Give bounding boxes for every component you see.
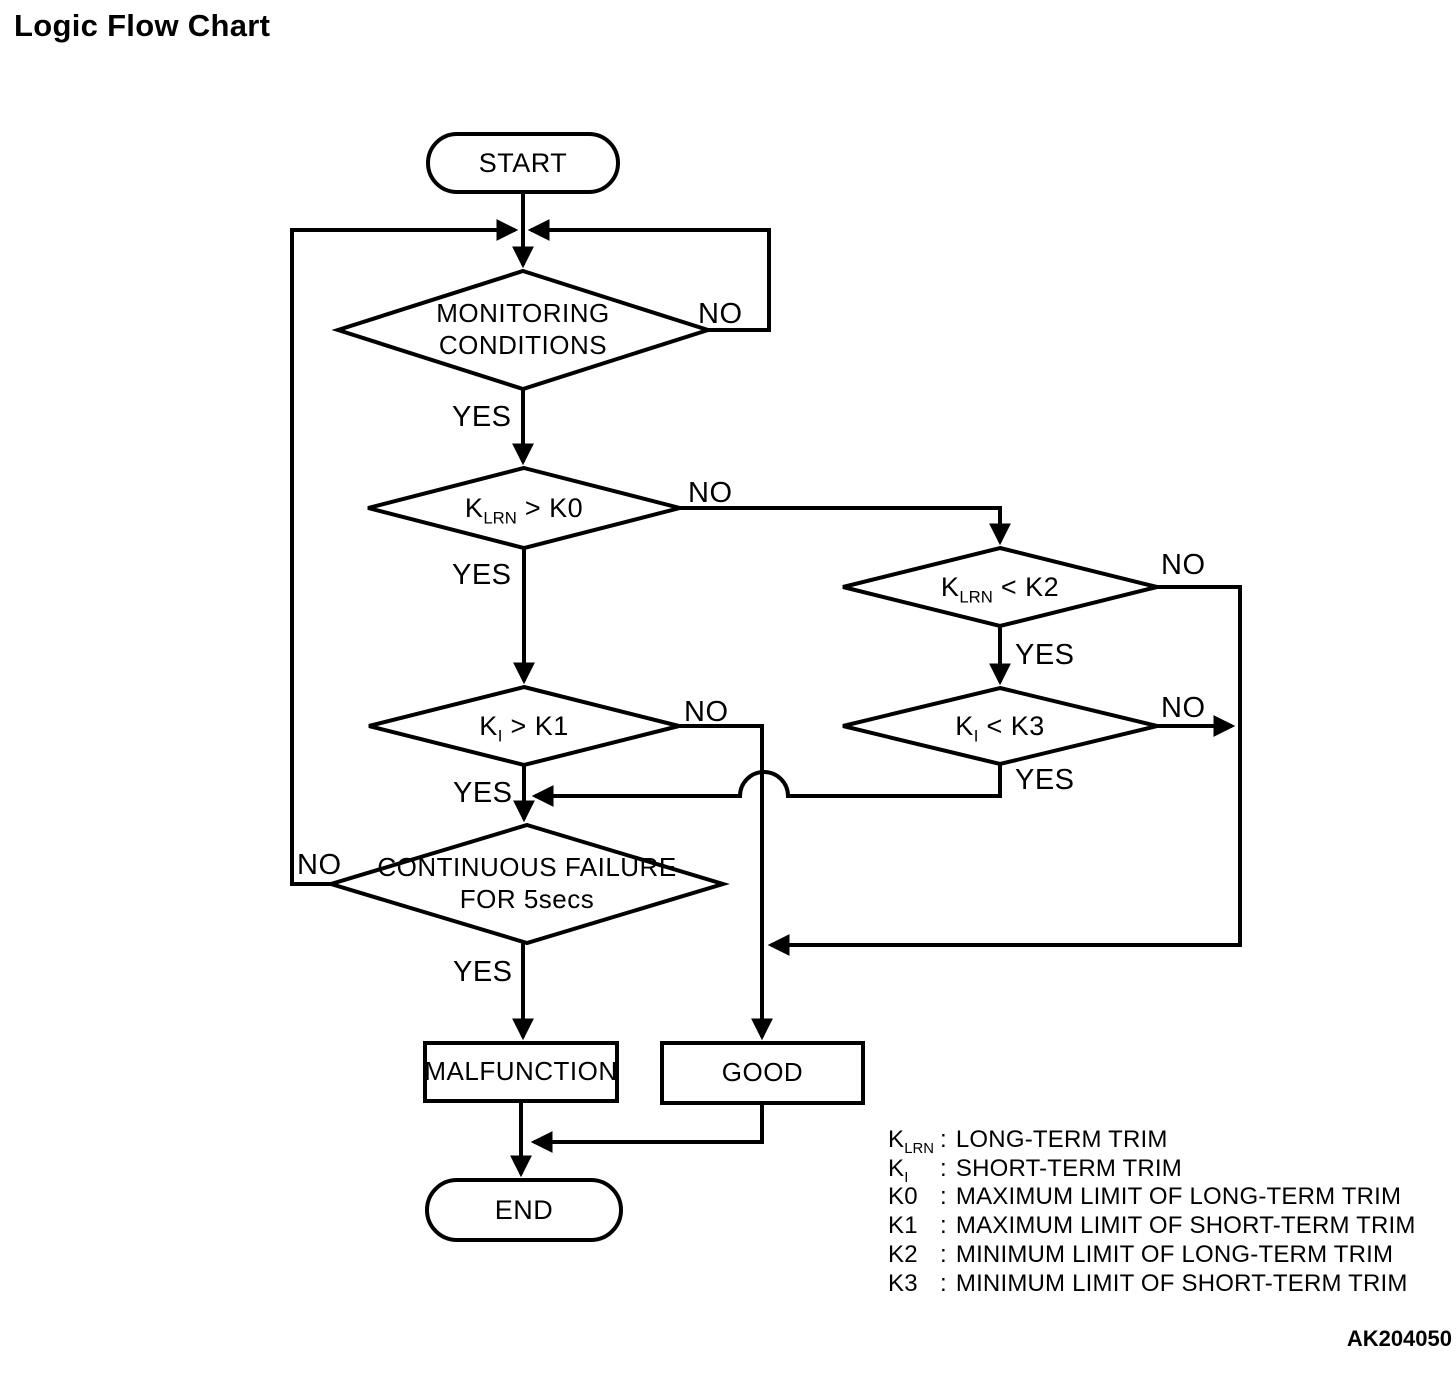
node-short-term-min-label: KI < K3 xyxy=(955,710,1045,745)
branch-no-monitoring: NO xyxy=(698,298,743,330)
node-start-shape xyxy=(426,132,620,194)
node-monitoring-label: MONITORING CONDITIONS xyxy=(436,298,610,360)
branch-no-short-term-min: NO xyxy=(1161,692,1206,724)
branch-yes-short-term-max: YES xyxy=(453,777,513,809)
node-malfunction-shape xyxy=(423,1041,619,1103)
legend-item-ki: KI:SHORT-TERM TRIM xyxy=(888,1154,1182,1186)
node-long-term-max-shape xyxy=(367,465,681,551)
branch-no-long-term-max: NO xyxy=(688,477,733,509)
edge-monitoring-no-loop xyxy=(527,219,771,332)
edge-long-term-min-no xyxy=(767,585,1242,956)
edge-continuous-no-loop xyxy=(290,219,519,886)
branch-yes-short-term-min: YES xyxy=(1015,764,1075,796)
page-title: Logic Flow Chart xyxy=(14,8,271,43)
node-long-term-max-label: KLRN > K0 xyxy=(464,492,584,527)
branch-yes-continuous: YES xyxy=(453,956,513,988)
branch-yes-long-term-min: YES xyxy=(1015,639,1075,671)
node-long-term-min-label: KLRN < K2 xyxy=(940,571,1060,606)
branch-yes-long-term-max: YES xyxy=(452,559,512,591)
legend-item-k3: K3:MINIMUM LIMIT OF SHORT-TERM TRIM xyxy=(888,1269,1408,1297)
branch-yes-monitoring: YES xyxy=(452,401,512,433)
node-monitoring-shape xyxy=(331,268,715,392)
node-short-term-max-shape xyxy=(368,684,680,768)
node-continuous-shape xyxy=(324,822,730,946)
node-continuous-label: CONTINUOUS FAILURE FOR 5secs xyxy=(377,852,677,914)
legend: KLRN:LONG-TERM TRIM KI:SHORT-TERM TRIM K… xyxy=(888,1126,1416,1298)
branch-no-long-term-min: NO xyxy=(1161,549,1206,581)
node-end-shape xyxy=(425,1178,623,1242)
node-long-term-min-shape xyxy=(842,545,1158,629)
legend-item-klrn: KLRN:LONG-TERM TRIM xyxy=(888,1126,1168,1157)
branch-no-short-term-max: NO xyxy=(684,696,729,728)
node-good-shape xyxy=(660,1041,865,1105)
node-short-term-max-label: KI > K1 xyxy=(479,710,569,745)
node-start-label: START xyxy=(478,147,568,178)
legend-item-k2: K2:MINIMUM LIMIT OF LONG-TERM TRIM xyxy=(888,1240,1394,1268)
figure-code: AK204050 xyxy=(1346,1326,1452,1351)
edge-good-merge xyxy=(530,1103,764,1153)
node-short-term-min-shape xyxy=(842,685,1158,767)
edge-long-term-max-no xyxy=(680,506,1011,546)
node-good-label: GOOD xyxy=(721,1057,804,1088)
node-end-label: END xyxy=(494,1194,554,1225)
legend-item-k1: K1:MAXIMUM LIMIT OF SHORT-TERM TRIM xyxy=(888,1212,1416,1240)
branch-no-continuous: NO xyxy=(297,849,342,881)
edge-short-term-min-yes xyxy=(531,764,1002,807)
node-malfunction-label: MALFUNCTION xyxy=(424,1056,618,1087)
edge-short-term-max-no xyxy=(679,724,773,1041)
legend-item-k0: K0:MAXIMUM LIMIT OF LONG-TERM TRIM xyxy=(888,1183,1402,1211)
